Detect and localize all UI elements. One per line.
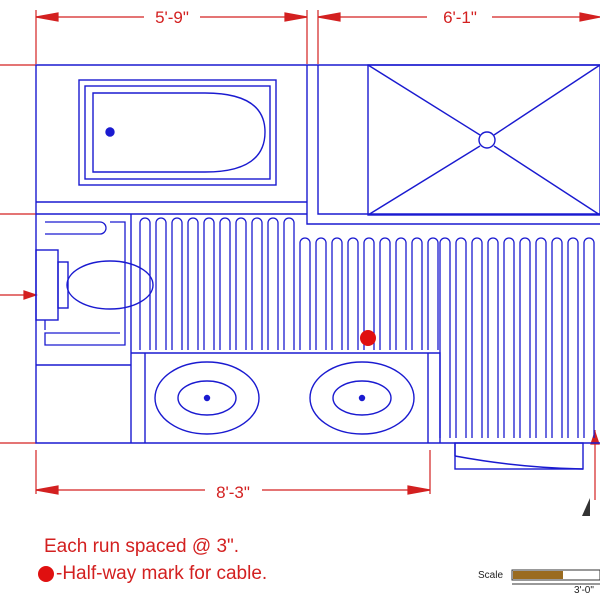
scale-bar: Scale 3'-0" — [478, 498, 600, 596]
halfway-legend: -Half-way mark for cable. — [38, 563, 267, 585]
scale-label: Scale — [478, 570, 503, 581]
dimension-top-left: 5'-9" — [155, 8, 189, 27]
dimension-lines — [0, 10, 600, 500]
red-dot-icon — [38, 566, 54, 582]
cable-run-group — [299, 237, 439, 350]
toilet — [35, 249, 154, 321]
dimension-top-right: 6'-1" — [443, 8, 477, 27]
cable-run-group — [139, 217, 295, 350]
cable-run-toilet-area — [44, 221, 126, 346]
spacing-note: Each run spaced @ 3". — [44, 536, 240, 557]
half-way-mark — [360, 330, 376, 346]
room-walls — [35, 64, 600, 470]
cable-run-group — [439, 237, 595, 438]
bathtub — [78, 79, 277, 186]
dimension-bottom: 8'-3" — [216, 483, 250, 502]
scale-tick-label: 3'-0" — [574, 585, 594, 596]
shower — [367, 64, 600, 216]
vanity-sinks — [154, 361, 415, 435]
heating-cable-runs — [44, 217, 595, 438]
halfway-legend-text: -Half-way mark for cable. — [56, 563, 268, 584]
